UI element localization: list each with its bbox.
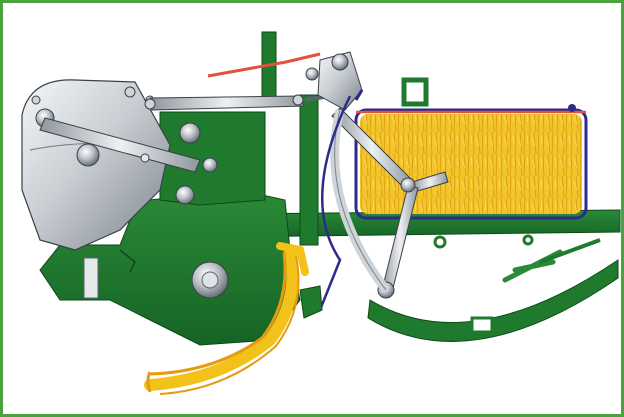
bale-chamber [354, 108, 588, 220]
needle-guard-plate [299, 285, 323, 319]
pickup-guide [367, 238, 619, 342]
plunger-crank-arm [39, 117, 218, 205]
needle-arm [318, 89, 449, 311]
hay-crop-flow [144, 242, 309, 395]
knotter-assembly [207, 51, 363, 111]
connecting-rod [144, 94, 331, 111]
